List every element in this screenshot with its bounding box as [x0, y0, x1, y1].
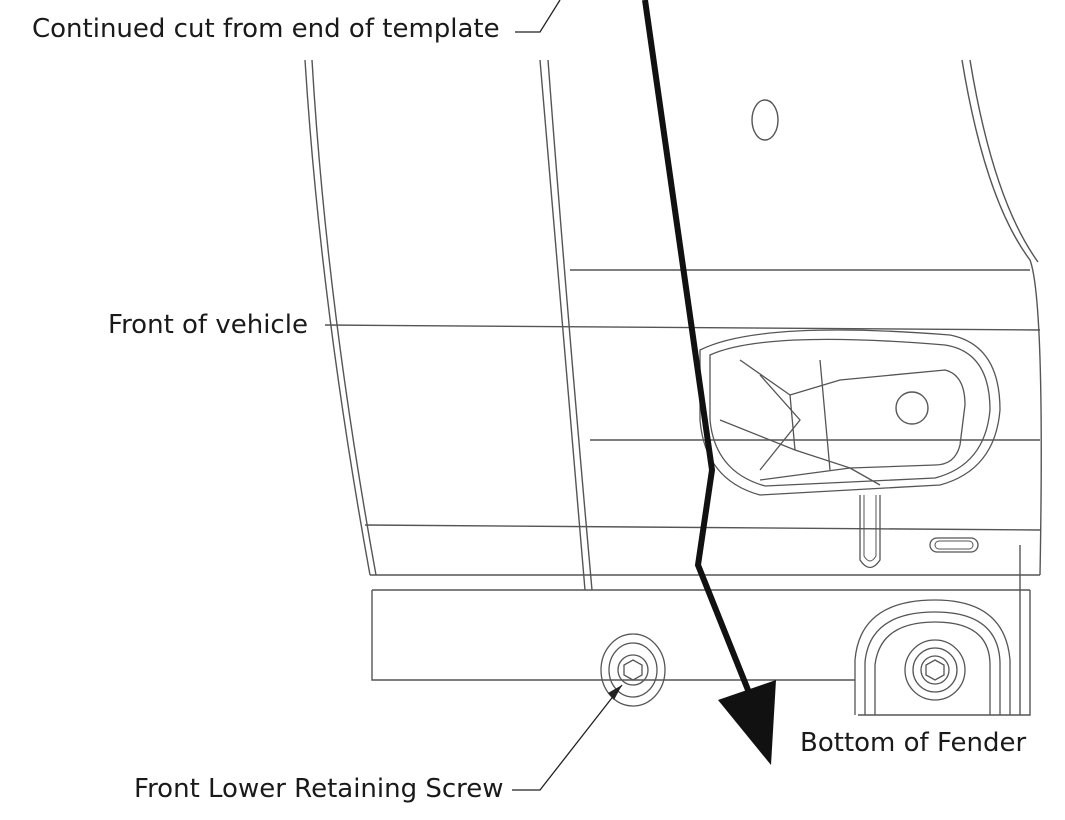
- oval-slot: [929, 537, 979, 553]
- leader-front-lower-screw-arrow: [608, 685, 622, 700]
- label-front-of-vehicle: Front of vehicle: [108, 310, 308, 340]
- leader-front-lower-screw: [512, 684, 623, 791]
- label-continued-cut: Continued cut from end of template: [32, 14, 500, 44]
- vertical-slot-inner: [863, 495, 877, 562]
- latch-hole: [895, 391, 929, 425]
- screw-front-washer-outer: [600, 633, 666, 707]
- screw-front-lower: [600, 633, 666, 707]
- oval-slot-inner: [934, 540, 974, 550]
- cut-line-arrowhead: [718, 680, 776, 765]
- fender-middle-seam: [539, 59, 586, 591]
- leader-continued-cut: [515, 0, 561, 33]
- screw-right-washer-outer: [904, 639, 966, 701]
- vertical-slot: [859, 495, 881, 569]
- screw-front-washer-inner: [608, 642, 658, 698]
- pocket-outer: [699, 329, 1001, 496]
- screw-right-head: [920, 655, 950, 685]
- pocket-inner: [709, 338, 991, 487]
- boss-outline-middle: [864, 611, 1001, 715]
- screw-right-hex: [925, 659, 945, 681]
- flange-right: [858, 590, 1031, 716]
- screw-front-head: [617, 654, 649, 686]
- latch-ribs: [719, 359, 881, 486]
- boss-outline-inner: [874, 621, 991, 715]
- fender-seam-upper: [324, 324, 1041, 331]
- boss-outline-outer: [854, 599, 1011, 715]
- fender-right-edge-inner: [969, 59, 1039, 263]
- label-front-lower-screw: Front Lower Retaining Screw: [134, 774, 504, 804]
- latch-body: [789, 369, 966, 469]
- latch-ribs-2: [759, 359, 831, 471]
- cut-line-path: [642, 0, 763, 722]
- fender-left-edge-inner: [311, 59, 377, 576]
- screw-front-hex: [623, 659, 643, 681]
- fender-outline: [304, 59, 1042, 716]
- fender-middle-seam-inner: [547, 59, 593, 591]
- label-bottom-of-fender: Bottom of Fender: [800, 728, 1027, 758]
- flange-left: [371, 590, 855, 681]
- latch-pocket: [699, 329, 1001, 496]
- top-hole: [751, 99, 779, 141]
- screw-right-washer-inner: [912, 647, 958, 693]
- screw-right: [904, 639, 966, 701]
- fender-left-edge: [304, 59, 371, 576]
- fender-right-edge: [961, 59, 1042, 576]
- screw-boss-right: [854, 599, 1011, 715]
